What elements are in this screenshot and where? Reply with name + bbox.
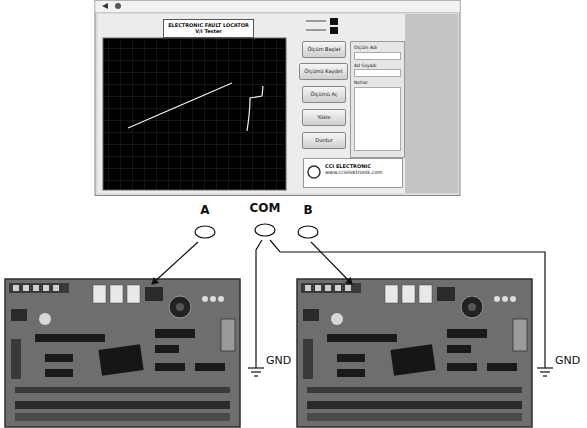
menu-button: Ölçümü Aç	[302, 86, 346, 103]
pcb-board	[297, 279, 532, 427]
status-led	[330, 27, 338, 34]
node-text: Notlar	[354, 80, 368, 86]
node-text: ELECTRONIC FAULT LOCATOR	[168, 22, 249, 28]
title-box: ELECTRONIC FAULT LOCATORV/I Tester	[163, 19, 254, 38]
window-strip	[405, 14, 458, 193]
node-text: CCI ELECTRONIC	[325, 163, 371, 169]
menu-button: Ölçümü Kaydet	[299, 63, 348, 80]
node-text: Ad Soyadı	[354, 63, 376, 69]
status-field	[306, 20, 326, 22]
status-led	[330, 18, 338, 25]
ground-symbol	[537, 368, 553, 376]
menu-button: Ölçüm Başlat	[302, 41, 346, 58]
node-text: Ölçümü Kaydet	[304, 68, 342, 74]
node-text: www.ccielektronik.com	[325, 169, 382, 175]
status-field	[306, 29, 326, 31]
toolbar-icon	[102, 3, 108, 9]
probe-clip: B	[293, 203, 323, 243]
probe-wire	[311, 242, 352, 284]
node-text: Durdur	[315, 137, 332, 143]
menu-button: Durdur	[302, 132, 346, 149]
vi-curve	[247, 86, 263, 131]
plot-grid	[103, 38, 286, 190]
ground-wire	[270, 240, 545, 368]
ground-symbol	[248, 368, 264, 376]
probe-ring	[193, 224, 217, 240]
window-panel	[98, 14, 405, 193]
info-panel: Ölçüm Adı Ad SoyadıNotlar	[350, 41, 405, 158]
probe-clip: A	[190, 203, 220, 243]
probe-wire	[152, 242, 198, 284]
node-text: V/I Tester	[195, 28, 222, 34]
menu-button: Yükle	[302, 109, 346, 126]
window-toolbar	[95, 1, 460, 13]
probe-ring	[253, 222, 277, 238]
ground-label: GND	[266, 354, 291, 367]
input-field	[354, 87, 401, 151]
window-frame	[95, 1, 460, 196]
node-text: Ölçümü Aç	[311, 91, 338, 97]
node-text: Yükle	[317, 114, 330, 120]
vi-curve	[128, 83, 232, 128]
node-text: B	[303, 203, 312, 218]
ground-wire	[256, 240, 262, 368]
ground-label: GND	[555, 354, 580, 367]
probe-ring	[296, 224, 320, 240]
logo-box: CCI ELECTRONICwww.ccielektronik.com	[303, 158, 403, 188]
node-text: Ölçüm Adı	[354, 45, 377, 51]
node-text: A	[200, 203, 209, 218]
pcb-board	[5, 279, 240, 427]
toolbar-icon	[115, 3, 121, 9]
logo-icon	[307, 165, 321, 179]
plot-screen	[103, 38, 286, 190]
input-field	[354, 52, 401, 60]
node-text: Ölçüm Başlat	[307, 46, 340, 52]
probe-clip: COM	[245, 201, 285, 241]
node-text: COM	[250, 201, 281, 216]
input-field	[354, 69, 401, 77]
